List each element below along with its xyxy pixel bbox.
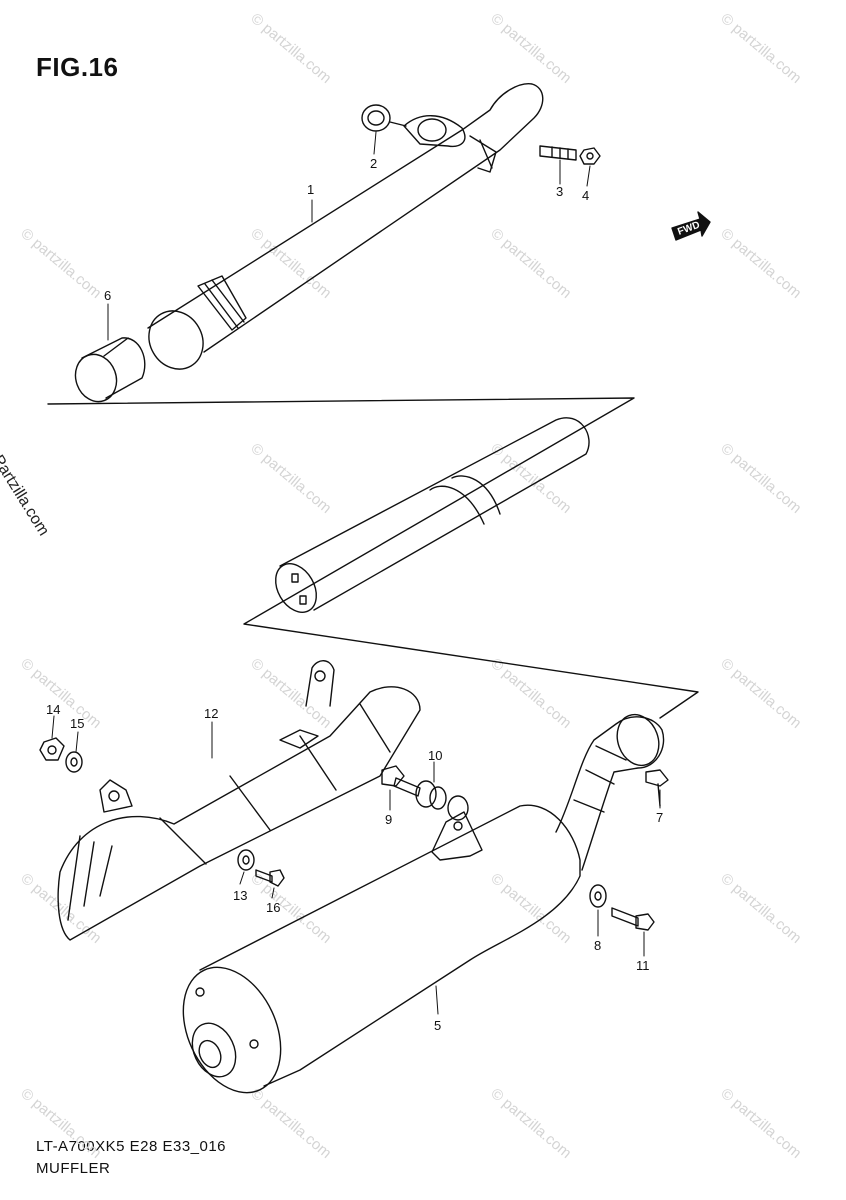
mounting-bolt [645, 769, 669, 807]
watermark: © partzilla.com [717, 225, 804, 302]
watermark: © partzilla.com [487, 440, 574, 517]
shield-washer [237, 849, 255, 871]
callout-3: 3 [556, 184, 563, 199]
watermark: © partzilla.com [487, 870, 574, 947]
flange-nut [579, 147, 601, 165]
callout-11: 11 [636, 958, 650, 973]
watermark: © partzilla.com [717, 440, 804, 517]
watermark: © partzilla.com [247, 440, 334, 517]
watermark: © partzilla.com [717, 870, 804, 947]
stud-bolt [539, 145, 577, 161]
forward-arrow-icon: FWD [671, 211, 711, 241]
callout-1: 1 [307, 182, 314, 197]
watermark: © partzilla.com [717, 10, 804, 87]
watermark: © partzilla.com [17, 655, 104, 732]
watermark: © partzilla.com [17, 870, 104, 947]
exhaust-pipe [147, 83, 544, 370]
watermark: © partzilla.com [487, 1085, 574, 1162]
watermark: © partzilla.com [717, 655, 804, 732]
watermark: © partzilla.com [487, 10, 574, 87]
middle-pipe [275, 417, 590, 613]
callout-12: 12 [204, 706, 218, 721]
shield-screw [255, 869, 285, 887]
muffler-bolt [611, 907, 655, 931]
callout-6: 6 [104, 288, 111, 303]
heat-shield [57, 660, 421, 941]
muffler [182, 713, 665, 1094]
grommet-bolt [381, 765, 421, 797]
watermark: © partzilla.com [247, 1085, 334, 1162]
watermark: © partzilla.com [247, 225, 334, 302]
watermark: © partzilla.com [17, 225, 104, 302]
callout-2: 2 [370, 156, 377, 171]
shield-nut [39, 737, 65, 761]
callout-9: 9 [385, 812, 392, 827]
callout-7: 7 [656, 810, 663, 825]
figure-caption: MUFFLER [36, 1160, 111, 1177]
watermark: © partzilla.com [487, 225, 574, 302]
watermark: © partzilla.com [247, 10, 334, 87]
watermark: © partzilla.com [717, 1085, 804, 1162]
callout-14: 14 [46, 702, 60, 717]
callout-labels: 1 2 3 4 6 12 14 15 10 9 7 13 16 8 11 5 [46, 156, 663, 1033]
leader-lines [51, 131, 661, 1015]
callout-15: 15 [70, 716, 84, 731]
exhaust-gasket [361, 104, 407, 132]
callout-5: 5 [434, 1018, 441, 1033]
watermark: © partzilla.com [17, 1085, 104, 1162]
watermark-layer: © partzilla.com © partzilla.com © partzi… [17, 10, 804, 1162]
joint-pipe [74, 337, 146, 403]
figure-title: FIG.16 [36, 52, 119, 82]
callout-16: 16 [266, 900, 280, 915]
rubber-grommet [415, 780, 469, 821]
section-divider [47, 397, 699, 719]
washer [589, 884, 607, 908]
callout-4: 4 [582, 188, 589, 203]
callout-13: 13 [233, 888, 247, 903]
callout-8: 8 [594, 938, 601, 953]
callout-10: 10 [428, 748, 442, 763]
watermark: © partzilla.com [247, 655, 334, 732]
spacer [65, 751, 83, 773]
model-code: LT-A700XK5 E28 E33_016 [36, 1138, 227, 1155]
